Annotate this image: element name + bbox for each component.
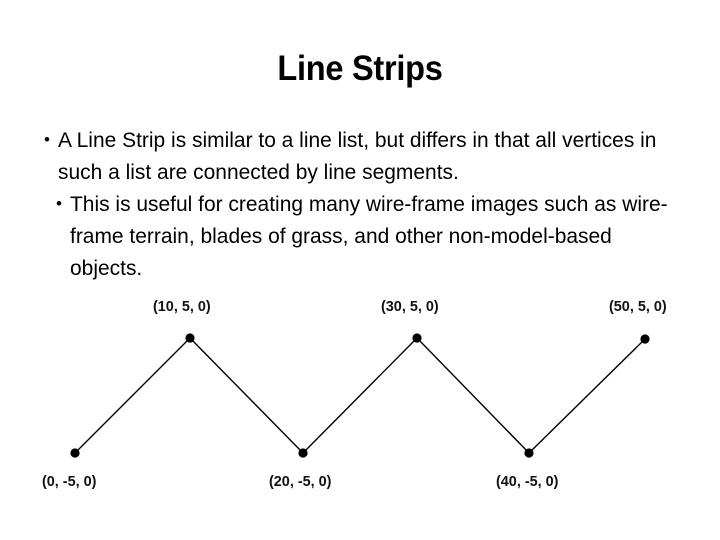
vertex-dot-group	[70, 333, 650, 458]
bullet-text: A Line Strip is similar to a line list, …	[58, 128, 657, 184]
vertex-label-0: (0, -5, 0)	[42, 473, 97, 490]
vertex-label-4: (40, -5, 0)	[496, 473, 559, 490]
list-item: • This is useful for creating many wire-…	[36, 188, 700, 284]
vertex-dot	[185, 333, 195, 343]
vertex-dot	[412, 333, 422, 343]
page-title: Line Strips	[277, 49, 443, 88]
line-strip-path	[74, 337, 646, 454]
vertex-dot	[298, 448, 308, 458]
vertex-label-1: (10, 5, 0)	[153, 298, 211, 315]
list-item: • A Line Strip is similar to a line list…	[36, 124, 700, 188]
bullet-marker-icon: •	[44, 130, 50, 149]
bullet-text: This is useful for creating many wire-fr…	[70, 192, 668, 280]
bullet-list: • A Line Strip is similar to a line list…	[36, 124, 700, 284]
line-strip-svg	[70, 333, 650, 458]
line-strip-diagram: (0, -5, 0) (10, 5, 0) (20, -5, 0) (30, 5…	[0, 288, 720, 513]
vertex-dot	[640, 334, 650, 344]
vertex-dot	[524, 448, 534, 458]
vertex-label-5: (50, 5, 0)	[609, 298, 667, 315]
bullet-marker-icon: •	[56, 194, 62, 213]
vertex-label-2: (20, -5, 0)	[269, 473, 332, 490]
vertex-label-3: (30, 5, 0)	[381, 298, 439, 315]
vertex-dot	[70, 448, 80, 458]
